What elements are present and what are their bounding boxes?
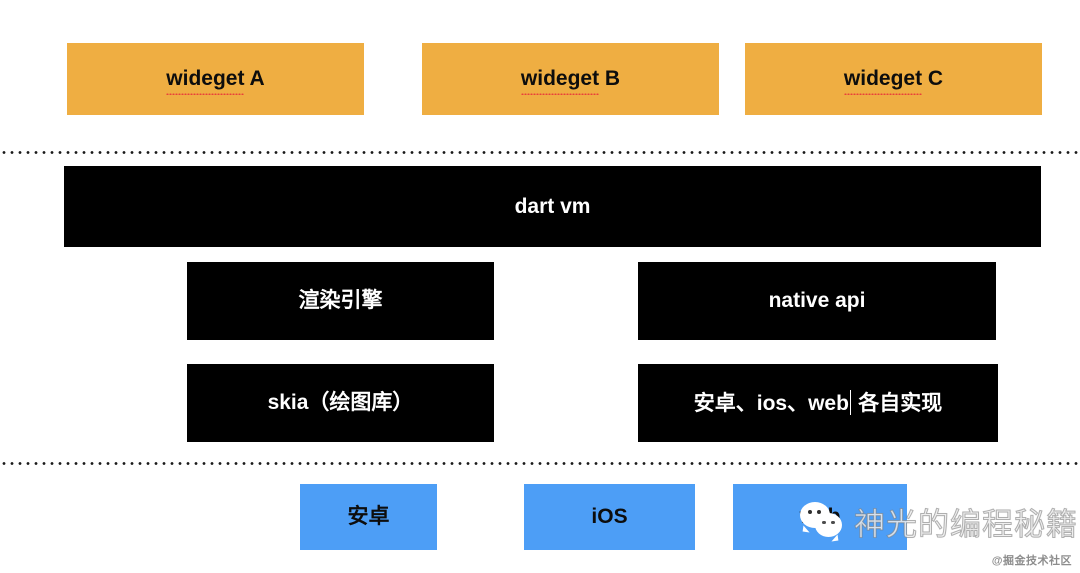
native-impl-prefix: 安卓、ios、web <box>693 392 849 416</box>
engine-box-skia[interactable]: skia（绘图库） <box>187 364 494 442</box>
divider-engine-platform <box>0 462 1080 465</box>
watermark-credit: @掘金技术社区 <box>991 555 1072 567</box>
widget-box-a[interactable]: wideget A <box>67 43 364 115</box>
widget-box-b[interactable]: wideget B <box>422 43 719 115</box>
misspelled-word: wideget <box>520 67 600 95</box>
widget-box-c-suffix: C <box>922 67 944 91</box>
platform-box-android-label: 安卓 <box>347 505 390 529</box>
engine-box-render-engine-label: 渲染引擎 <box>298 289 383 313</box>
native-impl-suffix: 各自实现 <box>852 392 943 416</box>
widget-box-c[interactable]: wideget C <box>745 43 1042 115</box>
engine-box-native-impl[interactable]: 安卓、ios、web 各自实现 <box>638 364 998 442</box>
engine-box-dart-vm-label: dart vm <box>514 194 591 218</box>
widget-box-a-label: wideget A <box>166 67 265 95</box>
widget-box-c-label: wideget C <box>843 67 944 95</box>
engine-box-skia-label: skia（绘图库） <box>267 391 414 415</box>
widget-box-a-suffix: A <box>244 67 265 91</box>
misspelled-word: wideget <box>166 67 245 95</box>
engine-box-native-api[interactable]: native api <box>638 262 996 340</box>
platform-box-web[interactable]: web <box>733 484 907 550</box>
engine-box-native-api-label: native api <box>768 289 866 313</box>
platform-box-web-label: web <box>799 505 841 529</box>
text-caret <box>849 390 852 416</box>
platform-box-ios-label: iOS <box>591 505 628 529</box>
platform-box-android[interactable]: 安卓 <box>300 484 437 550</box>
engine-box-render-engine[interactable]: 渲染引擎 <box>187 262 494 340</box>
engine-box-dart-vm[interactable]: dart vm <box>64 166 1041 247</box>
platform-box-ios[interactable]: iOS <box>524 484 695 550</box>
widget-box-b-suffix: B <box>599 67 621 91</box>
engine-box-native-impl-label: 安卓、ios、web 各自实现 <box>693 390 943 416</box>
divider-widget-engine <box>0 151 1080 154</box>
widget-box-b-label: wideget B <box>520 67 621 95</box>
misspelled-word: wideget <box>843 67 923 95</box>
